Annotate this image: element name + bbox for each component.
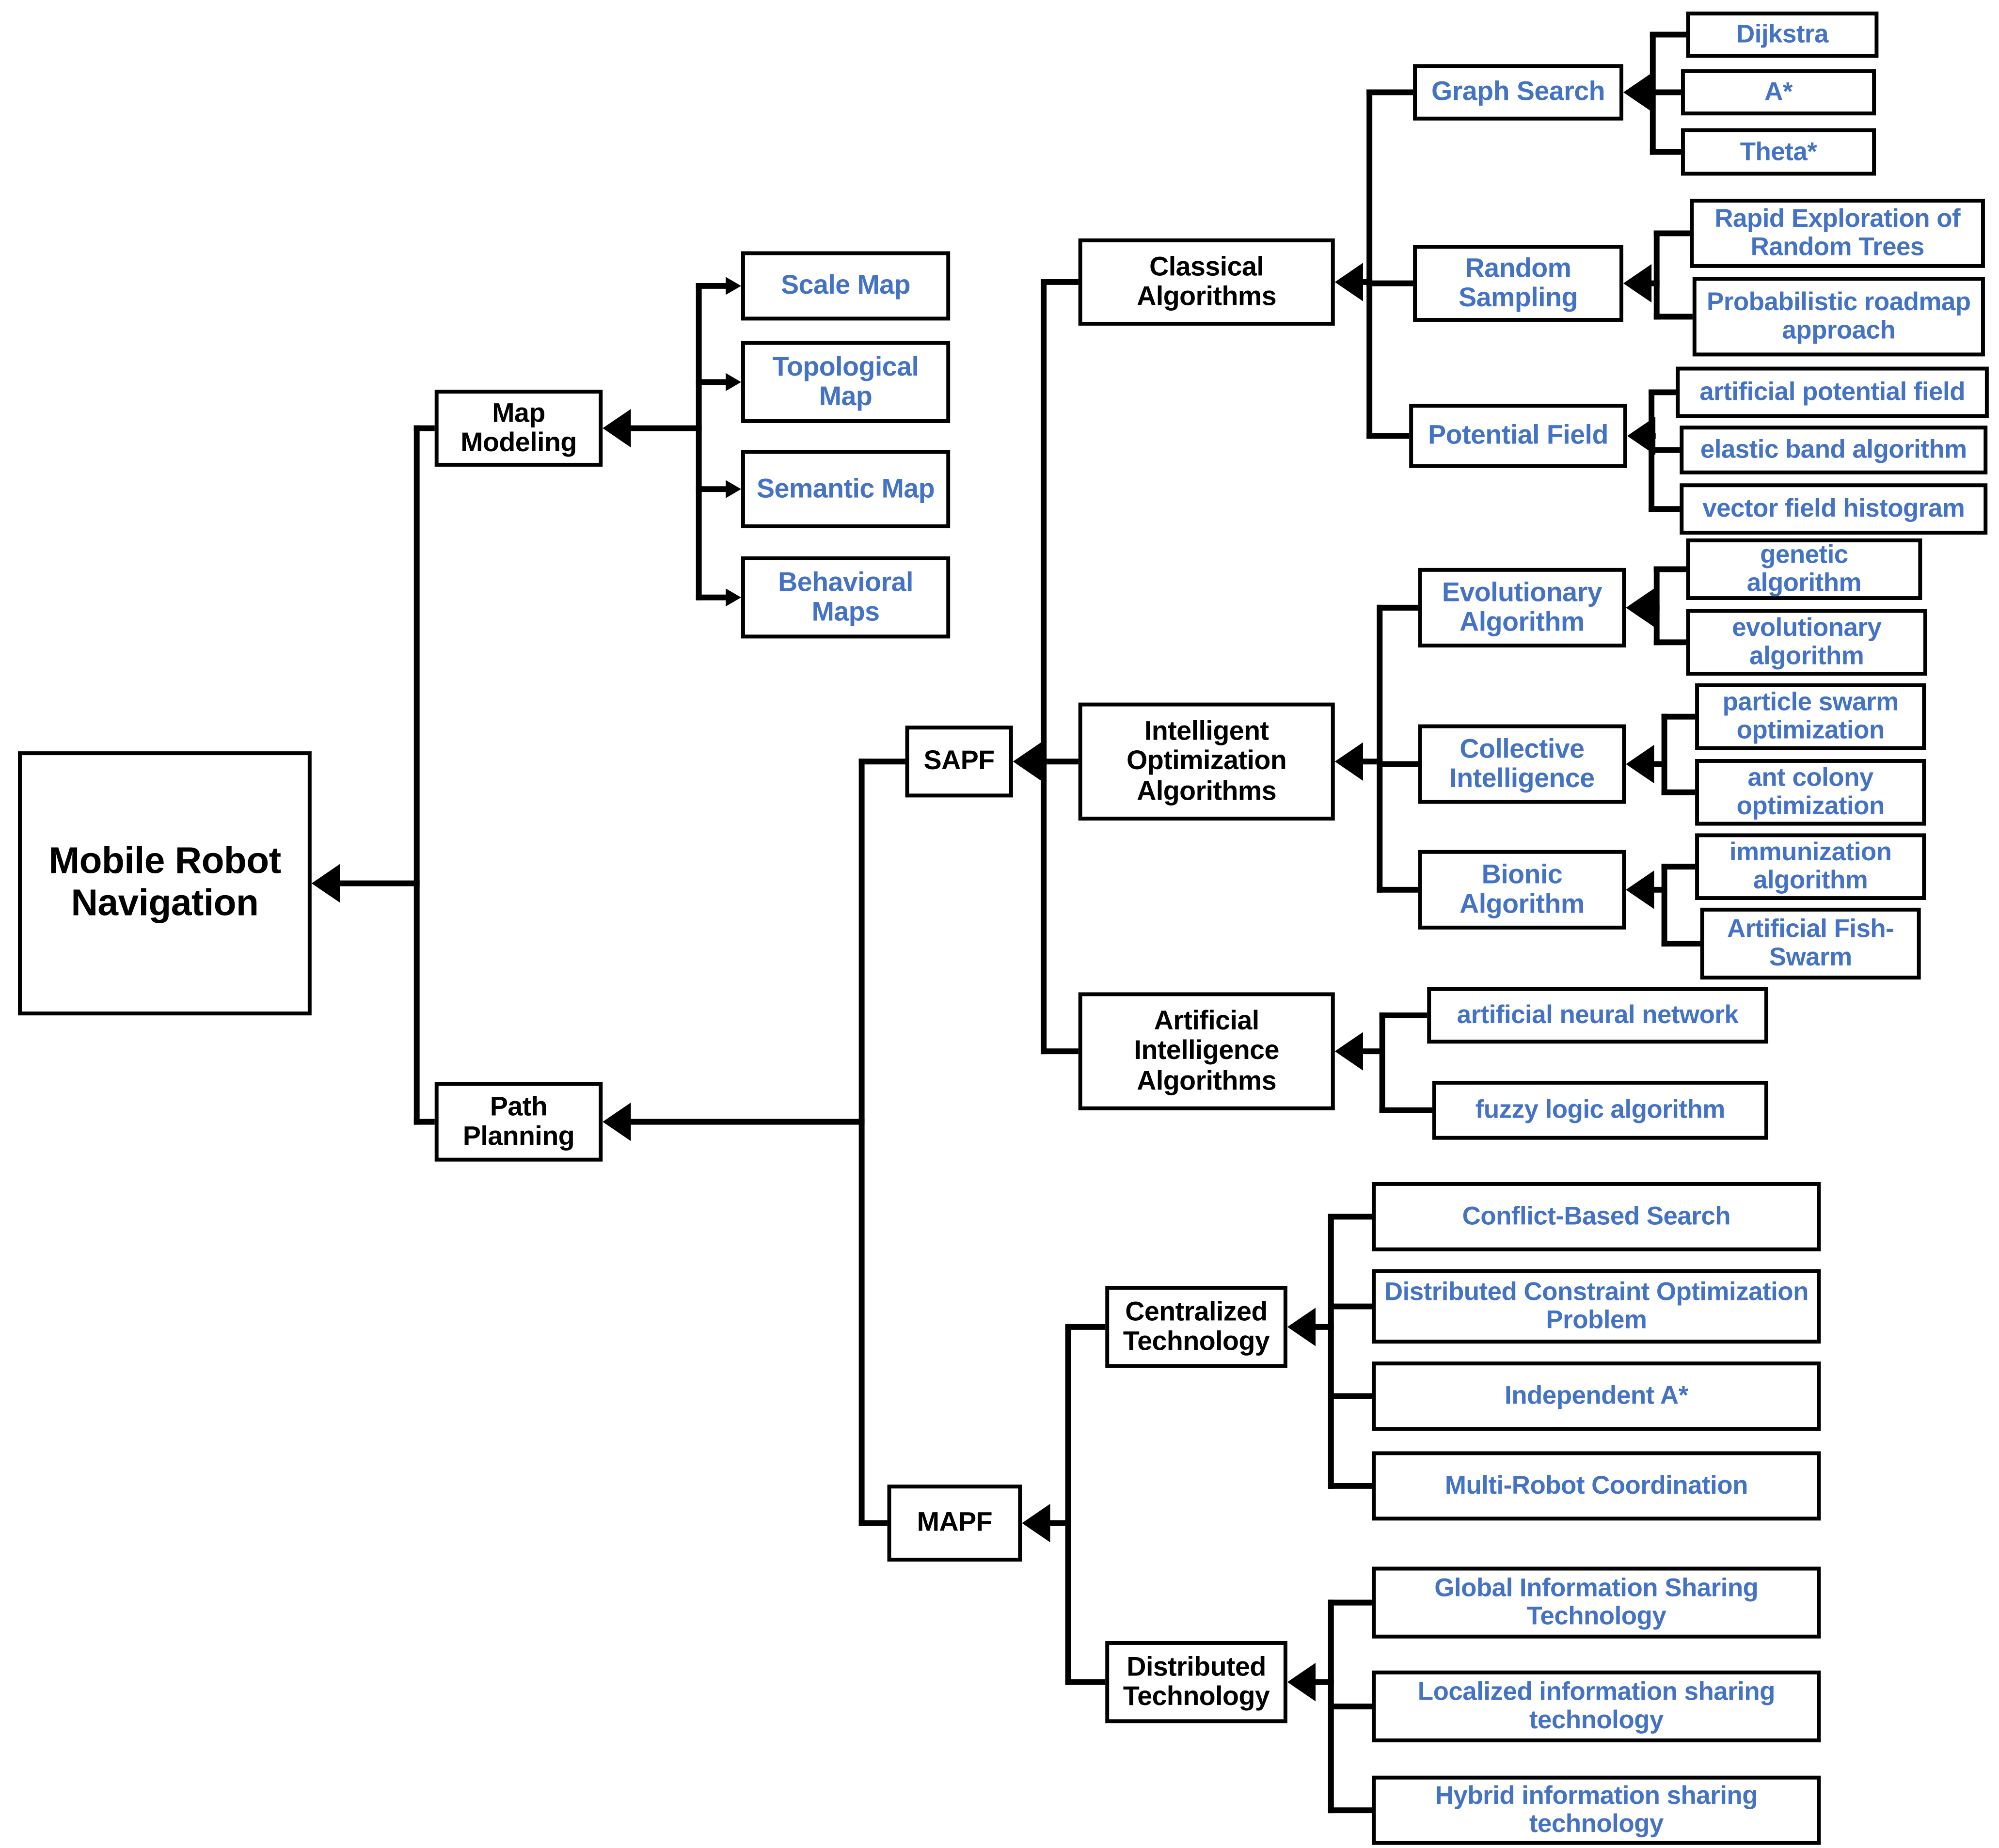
node-artificial-potential-field: artificial potential field: [1676, 366, 1989, 418]
node-immunization-algorithm: immunization algorithm: [1695, 833, 1926, 900]
node-probabilistic-roadmap-approach: Probabilistic roadmap approach: [1692, 277, 1985, 357]
arrowhead: [1334, 263, 1363, 301]
node-random-sampling: Random Sampling: [1413, 245, 1623, 322]
node-evolutionary-algorithm-group: Evolutionary Algorithm: [1418, 568, 1626, 648]
node-hybrid-information-sharing-technology: Hybrid information sharing technology: [1372, 1775, 1821, 1845]
node-map-modeling: Map Modeling: [434, 390, 603, 467]
node-mobile-robot-navigation: Mobile Robot Navigation: [18, 751, 312, 1016]
node-classical-algorithms: Classical Algorithms: [1078, 238, 1335, 326]
node-scale-map: Scale Map: [741, 251, 951, 321]
arrowhead: [1334, 1032, 1363, 1071]
node-intelligent-optimization-algorithms: Intelligent Optimization Algorithms: [1078, 702, 1335, 821]
node-mapf: MAPF: [887, 1485, 1022, 1562]
node-particle-swarm-optimization: particle swarm optimization: [1695, 683, 1926, 750]
arrowhead: [1626, 588, 1654, 627]
node-genetic-algorithm: genetic algorithm: [1686, 538, 1922, 600]
node-behavioral-maps: Behavioral Maps: [741, 556, 951, 639]
arrowhead: [1287, 1662, 1316, 1702]
node-topological-map: Topological Map: [741, 341, 951, 423]
arrowhead: [726, 277, 741, 295]
node-artificial-fish-swarm: Artificial Fish-Swarm: [1700, 907, 1921, 980]
node-evolutionary-algorithm: evolutionary algorithm: [1686, 609, 1927, 676]
node-distributed-technology: Distributed Technology: [1105, 1641, 1287, 1723]
node-sapf: SAPF: [905, 726, 1013, 798]
node-semantic-map: Semantic Map: [741, 450, 951, 528]
node-artificial-intelligence-algorithms: Artificial Intelligence Algorithms: [1078, 992, 1335, 1110]
node-artificial-neural-network: artificial neural network: [1427, 987, 1768, 1044]
node-rapid-exploration-of-random-trees: Rapid Exploration of Random Trees: [1690, 199, 1985, 268]
node-fuzzy-logic-algorithm: fuzzy logic algorithm: [1432, 1080, 1768, 1140]
node-multi-robot-coordination: Multi-Robot Coordination: [1372, 1451, 1821, 1521]
arrowhead: [1334, 742, 1363, 781]
arrowhead: [1626, 870, 1654, 909]
arrowhead: [603, 1102, 631, 1141]
node-path-planning: Path Planning: [434, 1082, 603, 1162]
arrowhead: [726, 588, 741, 607]
arrowhead: [726, 480, 741, 498]
node-a-star: A*: [1681, 69, 1876, 116]
node-collective-intelligence: Collective Intelligence: [1418, 724, 1626, 804]
arrowhead: [726, 373, 741, 391]
node-dijkstra: Dijkstra: [1686, 11, 1879, 58]
arrowhead: [1022, 1503, 1050, 1543]
arrowhead: [1287, 1308, 1316, 1346]
arrowhead: [1626, 744, 1654, 784]
arrowhead: [1627, 416, 1656, 456]
arrowhead: [311, 864, 340, 903]
node-vector-field-histogram: vector field histogram: [1680, 483, 1988, 535]
node-conflict-based-search: Conflict-Based Search: [1372, 1182, 1821, 1251]
arrowhead: [1623, 73, 1652, 112]
node-bionic-algorithm: Bionic Algorithm: [1418, 850, 1626, 930]
node-distributed-constraint-optimization-problem: Distributed Constraint Optimization Prob…: [1372, 1269, 1821, 1344]
node-theta-star: Theta*: [1681, 128, 1876, 176]
arrowhead: [603, 409, 631, 448]
node-independent-a-star: Independent A*: [1372, 1361, 1821, 1431]
node-ant-colony-optimization: ant colony optimization: [1695, 759, 1926, 826]
arrowhead: [1013, 742, 1041, 781]
node-graph-search: Graph Search: [1413, 64, 1623, 121]
node-global-information-sharing-technology: Global Information Sharing Technology: [1372, 1566, 1821, 1639]
node-centralized-technology: Centralized Technology: [1105, 1286, 1287, 1368]
arrowhead: [1623, 264, 1652, 303]
node-elastic-band-algorithm: elastic band algorithm: [1680, 426, 1988, 474]
node-potential-field: Potential Field: [1409, 404, 1627, 468]
node-localized-information-sharing-technology: Localized information sharing technology: [1372, 1670, 1821, 1742]
